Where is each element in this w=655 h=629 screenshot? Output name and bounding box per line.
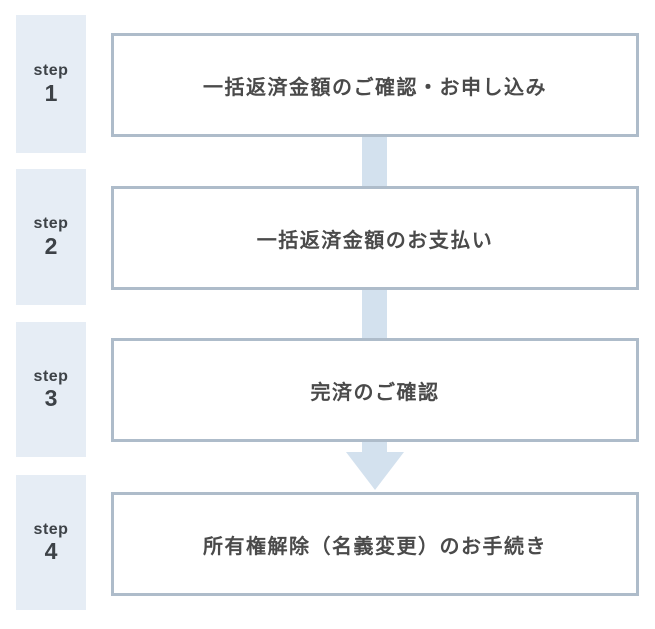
step-word: step xyxy=(33,215,69,233)
step-box-3: 完済のご確認 xyxy=(111,338,639,442)
step-text-1: 一括返済金額のご確認・お申し込み xyxy=(203,76,547,99)
connector-arrow-stem xyxy=(362,441,387,454)
step-label-4: step 4 xyxy=(16,475,86,610)
arrow-down-icon xyxy=(346,452,404,490)
step-number: 2 xyxy=(44,232,58,259)
step-box-1: 一括返済金額のご確認・お申し込み xyxy=(111,33,639,137)
step-text-2: 一括返済金額のお支払い xyxy=(256,229,494,252)
step-label-3: step 3 xyxy=(16,322,86,457)
step-number: 3 xyxy=(44,385,58,412)
connector-bar-1 xyxy=(362,136,387,188)
step-text-3: 完済のご確認 xyxy=(310,381,440,404)
step-text-4: 所有権解除（名義変更）のお手続き xyxy=(203,535,547,558)
step-word: step xyxy=(33,367,69,385)
step-box-4: 所有権解除（名義変更）のお手続き xyxy=(111,492,639,596)
connector-bar-2 xyxy=(362,289,387,340)
step-word: step xyxy=(33,520,69,538)
step-word: step xyxy=(33,62,69,80)
step-box-2: 一括返済金額のお支払い xyxy=(111,186,639,290)
step-number: 4 xyxy=(44,538,58,565)
step-number: 1 xyxy=(44,79,58,106)
step-label-1: step 1 xyxy=(16,15,86,153)
step-label-2: step 2 xyxy=(16,169,86,305)
